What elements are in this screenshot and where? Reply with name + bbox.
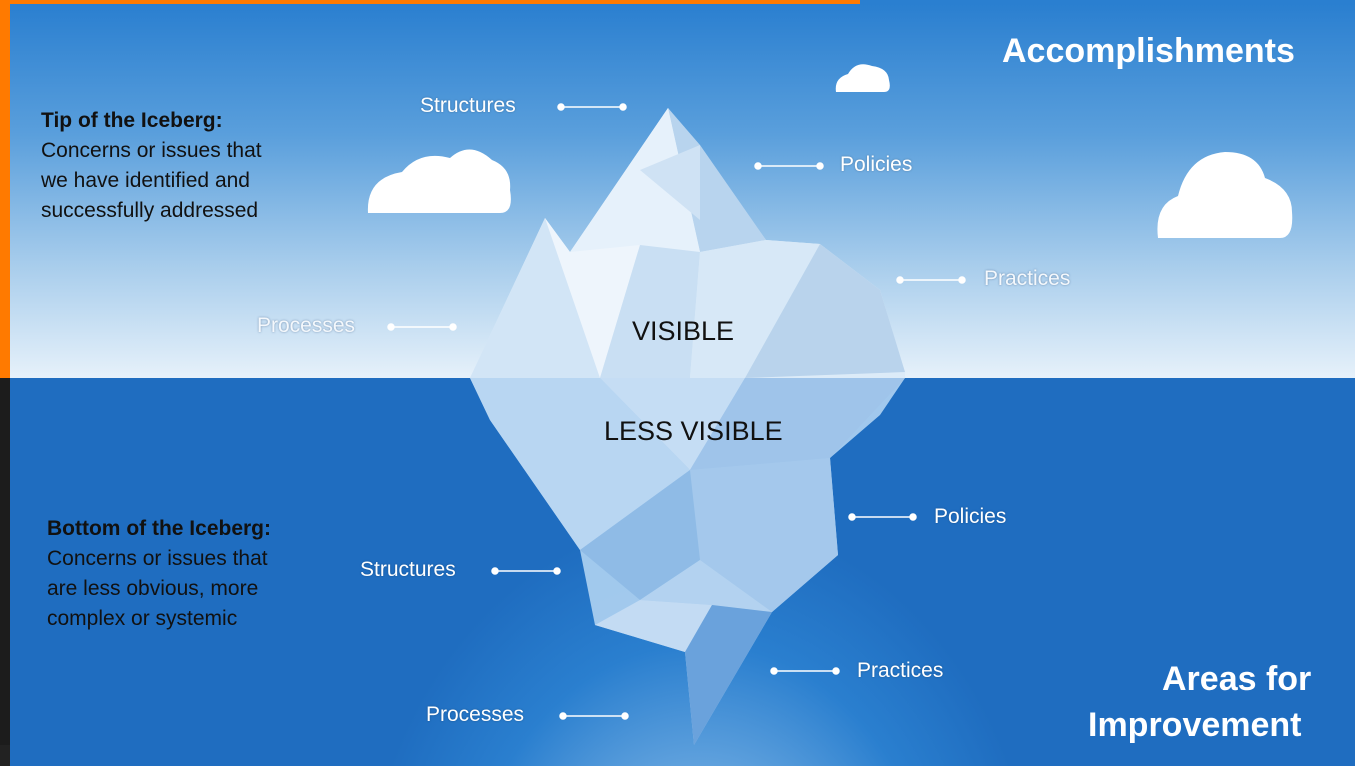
connector-line xyxy=(491,513,917,720)
tip-note-title: Tip of the Iceberg: xyxy=(41,109,223,132)
top-structures-label: Structures xyxy=(420,94,516,117)
top-policies-label: Policies xyxy=(840,153,913,176)
top-processes-label: Processes xyxy=(257,314,356,337)
dark-frame-left xyxy=(0,378,10,766)
areas-heading-line2: Improvement xyxy=(1088,706,1302,744)
bottom-note: Bottom of the Iceberg: Concerns or issue… xyxy=(47,514,271,634)
iceberg-tip xyxy=(470,108,905,378)
bottom-structures-label: Structures xyxy=(360,558,456,581)
bottom-note-title: Bottom of the Iceberg: xyxy=(47,517,271,540)
tip-note-line: Concerns or issues that xyxy=(41,139,262,162)
cloud-icon xyxy=(367,149,511,213)
sky-top-edge xyxy=(860,0,1355,4)
bottom-note-line: complex or systemic xyxy=(47,607,238,630)
areas-heading-line1: Areas for xyxy=(1162,660,1312,698)
tip-note-line: successfully addressed xyxy=(41,199,259,222)
bottom-practices-label: Practices xyxy=(857,659,944,682)
bottom-note-line: Concerns or issues that xyxy=(47,547,268,570)
top-practices-label: Practices xyxy=(984,267,1071,290)
iceberg-base xyxy=(470,378,905,745)
bottom-note-line: are less obvious, more xyxy=(47,577,259,600)
visible-label: VISIBLE xyxy=(632,316,735,346)
orange-frame-left xyxy=(0,0,10,378)
cloud-icon xyxy=(1157,152,1293,238)
tip-note-line: we have identified and xyxy=(41,169,250,192)
cloud-icon xyxy=(835,64,890,92)
accomplishments-heading: Accomplishments xyxy=(1002,32,1295,70)
connector-line xyxy=(387,103,966,331)
orange-frame-top xyxy=(0,0,860,4)
bottom-processes-label: Processes xyxy=(426,703,525,726)
frame-corner xyxy=(0,745,10,766)
tip-note: Tip of the Iceberg: Concerns or issues t… xyxy=(41,106,262,226)
bottom-policies-label: Policies xyxy=(934,505,1007,528)
less-visible-label: LESS VISIBLE xyxy=(604,416,783,446)
